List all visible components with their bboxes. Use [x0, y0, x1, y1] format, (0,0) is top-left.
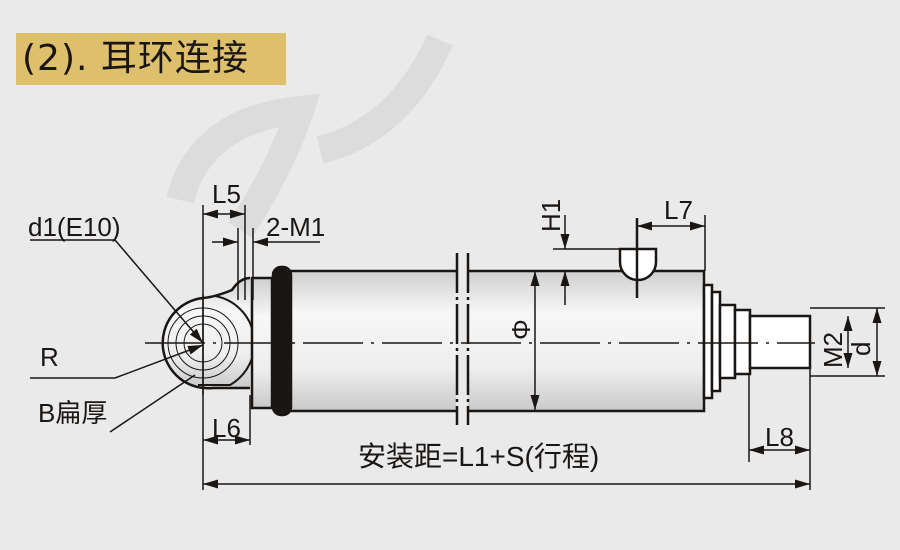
label-r: R — [40, 342, 59, 372]
label-b: B扁厚 — [38, 398, 107, 428]
piston-rod — [748, 314, 812, 370]
label-phi: Φ — [506, 319, 536, 340]
label-m2: M2 — [818, 332, 848, 368]
section-title: (2). 耳环连接 — [16, 33, 286, 85]
rod-eye — [161, 276, 251, 390]
label-d1: d1(E10) — [28, 212, 121, 242]
label-l8: L8 — [765, 422, 794, 452]
label-l6: L6 — [212, 413, 241, 443]
collar-band — [271, 265, 293, 417]
cylinder-body — [286, 269, 706, 413]
label-m1: 2-M1 — [266, 212, 325, 242]
watermark — [166, 34, 453, 238]
label-install-distance: 安装距=L1+S(行程) — [358, 441, 599, 472]
label-h1: H1 — [536, 199, 566, 232]
label-l5: L5 — [212, 179, 241, 209]
label-l7: L7 — [664, 195, 693, 225]
label-d: d — [846, 342, 876, 356]
